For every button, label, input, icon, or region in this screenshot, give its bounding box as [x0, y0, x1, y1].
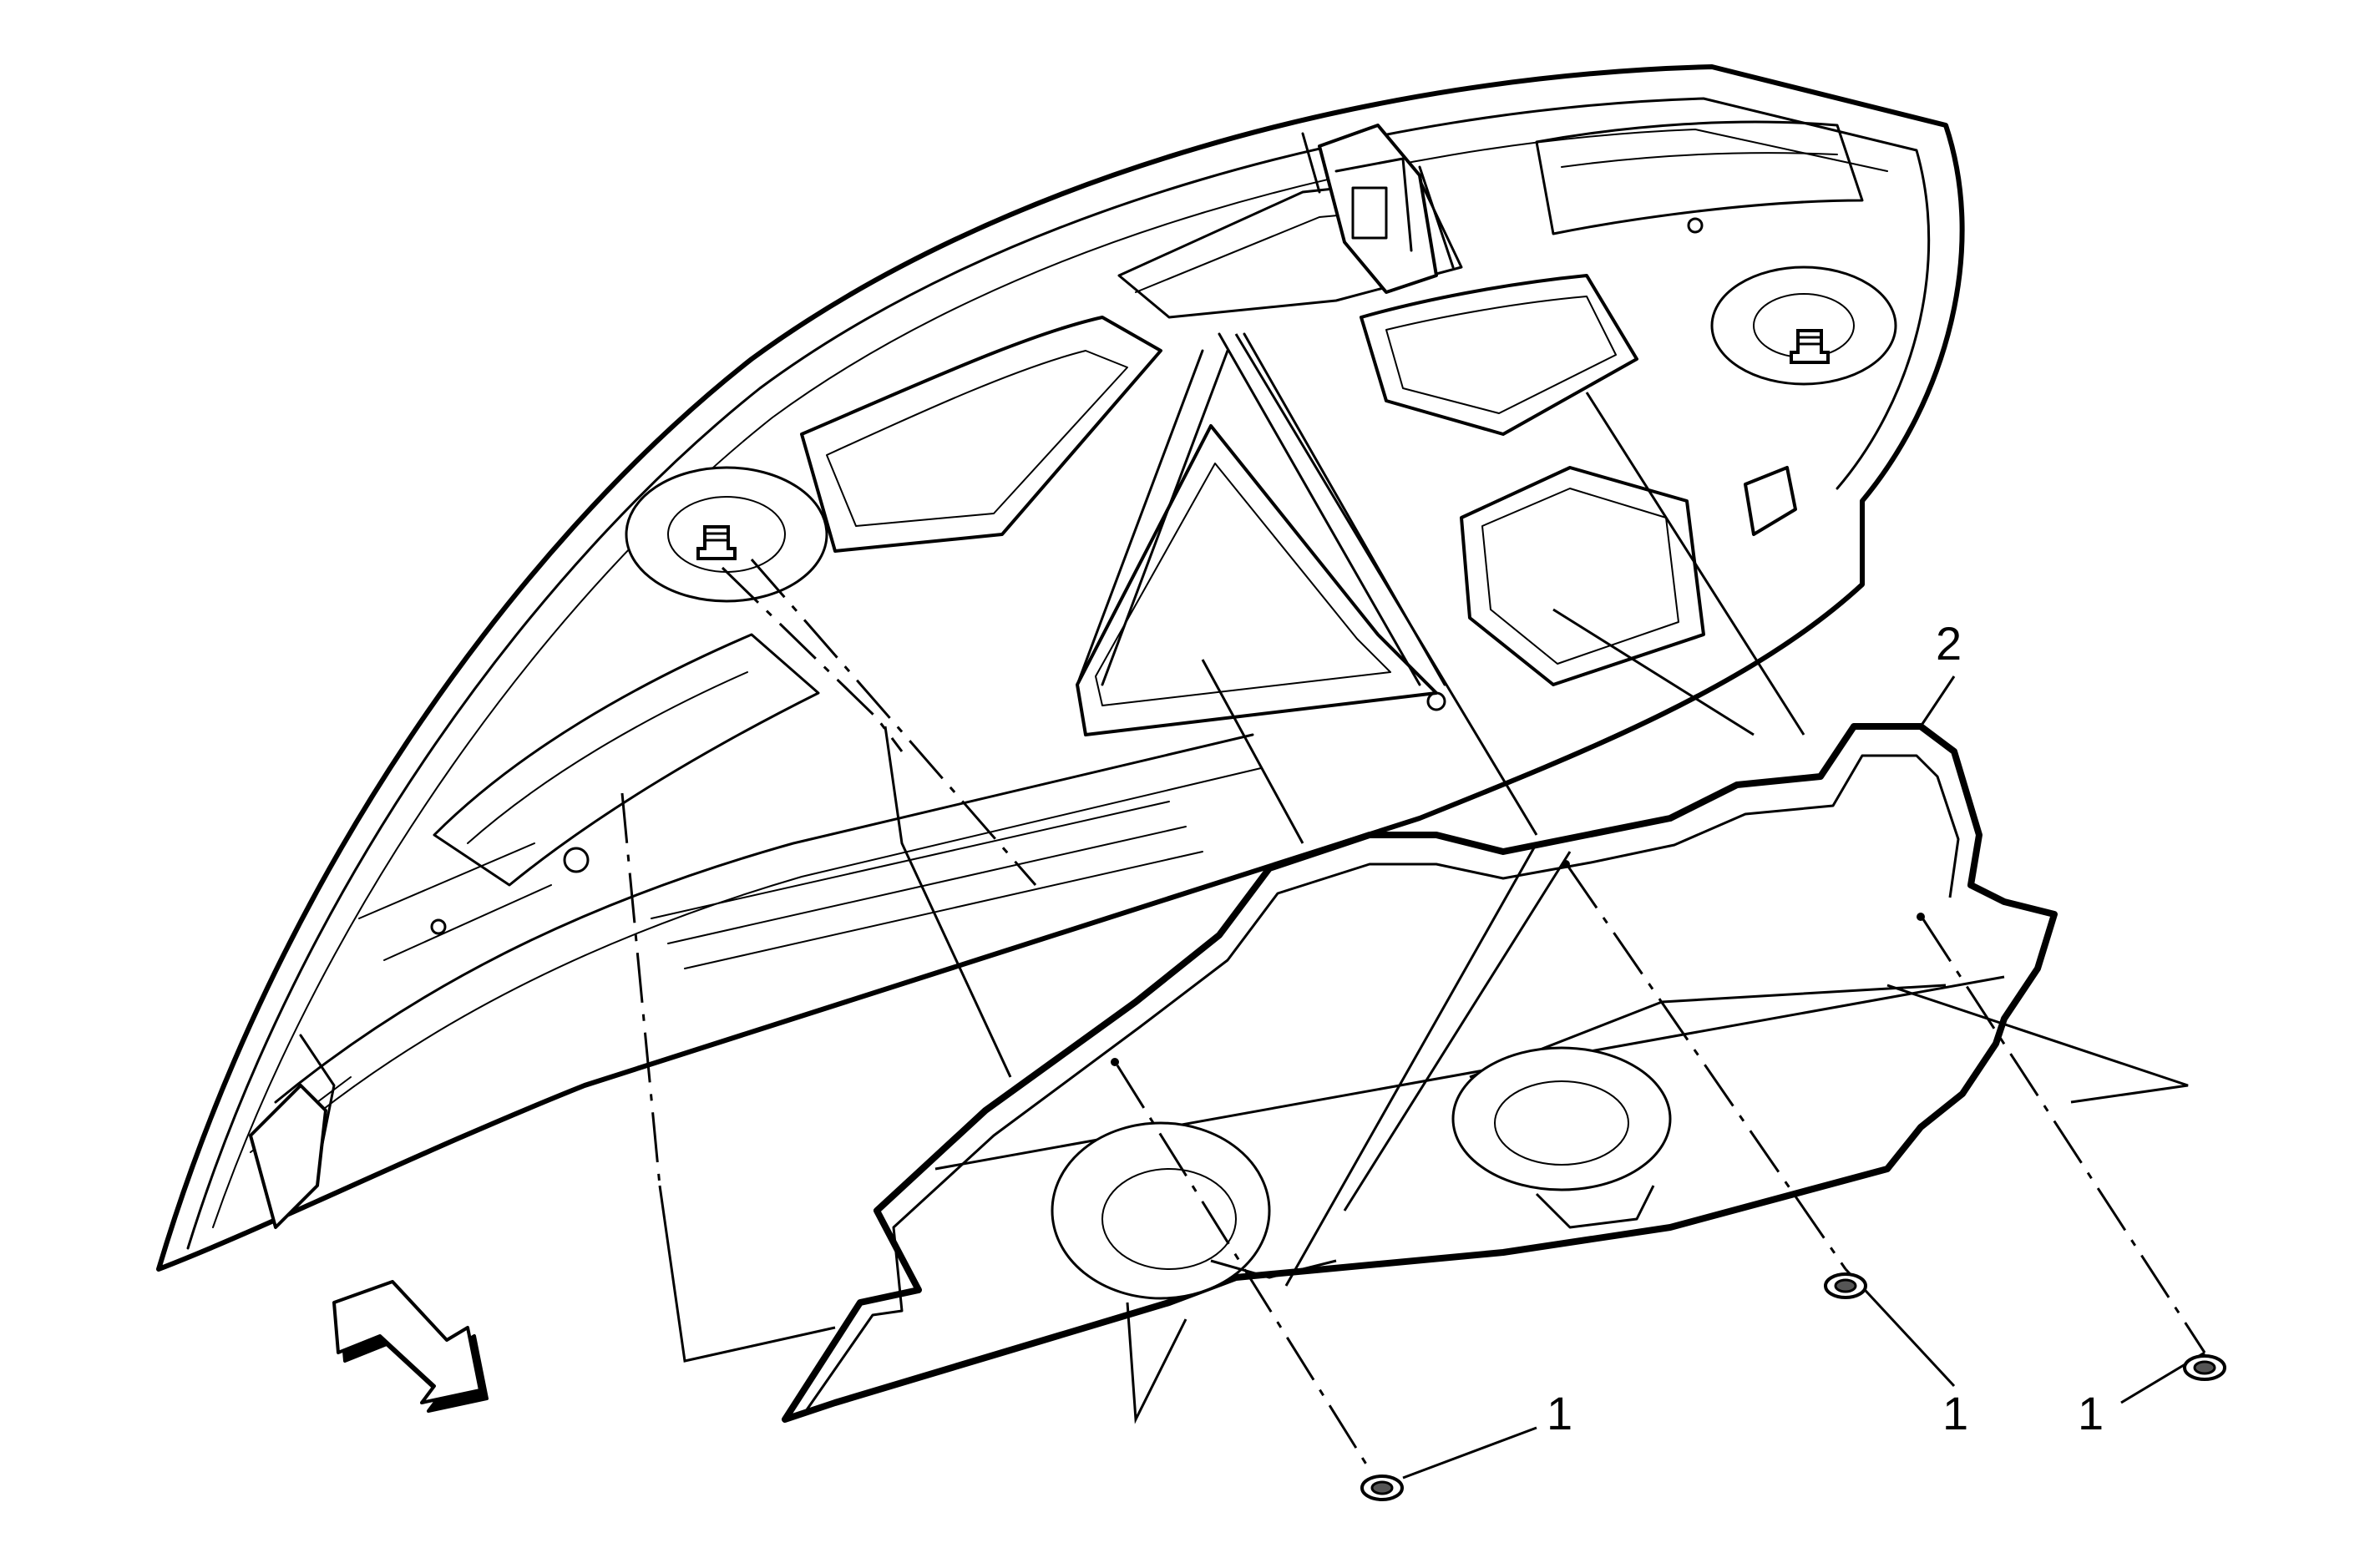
alignment-line-far-left — [620, 792, 661, 1186]
push-pin-retainer-icon — [2183, 1354, 2226, 1381]
leader-lines — [620, 333, 2206, 1480]
alignment-line-1b — [1567, 866, 1847, 1270]
hood-panel — [156, 64, 1965, 1272]
hood-stud-left — [696, 525, 737, 560]
hood-stud-right — [1790, 329, 1830, 364]
push-pin-retainer-icon — [1360, 1475, 1404, 1501]
alignment-line-1c — [1922, 918, 2206, 1353]
hood-right-bracket — [1744, 466, 1797, 536]
hood-rear-channel — [1535, 120, 1864, 235]
insulator-inner-edge — [804, 754, 1960, 1412]
callout-leader-2 — [1919, 675, 1956, 727]
alignment-line-left — [721, 559, 1037, 886]
hood-latch — [1301, 124, 1455, 294]
callout-label-1a: 1 — [1547, 1387, 1572, 1439]
hood-left-hinge — [249, 1084, 327, 1229]
hood-right-mount-boss — [1710, 266, 1897, 386]
hood-center-pocket — [1076, 424, 1438, 736]
push-pin-retainer-icon — [1824, 1272, 1867, 1299]
hood-inner-rim — [186, 97, 1931, 1250]
callout-leader-1a — [1402, 1426, 1537, 1480]
hood-front-crossmember — [1117, 178, 1463, 319]
hood-left-pocket — [800, 316, 1162, 553]
hood-insulator-pad — [782, 723, 2058, 1423]
hood-right-pocket — [1360, 274, 1638, 436]
callout-label-1c: 1 — [2078, 1387, 2104, 1439]
hood-outline — [156, 64, 1965, 1272]
hood-lower-reinforcement — [433, 633, 820, 887]
callout-label-1b: 1 — [1942, 1387, 1968, 1439]
hood-brace-left — [1076, 349, 1229, 686]
front-direction-arrow-icon — [332, 1280, 489, 1413]
hood-far-right-pocket — [1460, 466, 1705, 686]
callout-label-2: 2 — [1936, 617, 1962, 670]
